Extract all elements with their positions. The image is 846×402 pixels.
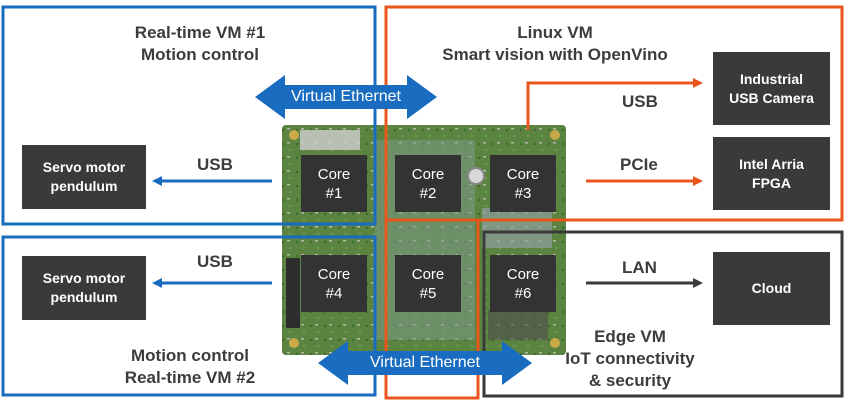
- rt-vm1-name: Real-time VM #1: [134, 23, 266, 42]
- virtual-ethernet-top-arrow: [255, 75, 437, 119]
- core-number: #6: [514, 284, 532, 302]
- servo-motor-1-line1: Servo motor: [42, 159, 126, 175]
- rt-vm1-frame: [1, 5, 377, 226]
- core-6: Core #6: [490, 255, 556, 312]
- core-label: Core: [506, 265, 540, 283]
- linux-vm-role: Smart vision with OpenVino: [442, 45, 668, 64]
- servo-motor-1-line2: pendulum: [50, 178, 118, 194]
- core-number: #2: [419, 184, 437, 202]
- servo-motor-2-box: Servo motor pendulum: [22, 256, 146, 320]
- usb-camera-label: USB: [622, 92, 658, 111]
- core-label: Core: [506, 165, 540, 183]
- servo-motor-2-line1: Servo motor: [42, 270, 126, 286]
- usb-camera-box: Industrial USB Camera: [713, 52, 830, 125]
- rt-vm2-role: Motion control: [130, 346, 250, 365]
- core-number: #4: [325, 284, 343, 302]
- linux-vm-title: Linux VM Smart vision with OpenVino: [410, 22, 700, 66]
- core-2: Core #2: [395, 155, 461, 212]
- linux-vm-name: Linux VM: [517, 23, 593, 42]
- linux-vm-frame-lower: [384, 220, 480, 400]
- edge-vm-role: IoT connectivity: [565, 349, 695, 368]
- fpga-line2: FPGA: [752, 174, 791, 191]
- core-number: #3: [514, 184, 532, 202]
- usb-camera-line2: USB Camera: [729, 89, 814, 106]
- core-number: #1: [325, 184, 343, 202]
- core-4: Core #4: [301, 255, 367, 312]
- usb-servo1-label: USB: [197, 155, 233, 174]
- fpga-line1: Intel Arria: [739, 155, 804, 172]
- rt-vm1-role: Motion control: [140, 45, 260, 64]
- core-label: Core: [411, 165, 445, 183]
- fpga-box: Intel Arria FPGA: [713, 137, 830, 210]
- lan-label: LAN: [622, 258, 657, 277]
- rt-vm2-frame: [1, 235, 377, 397]
- core-3: Core #3: [490, 155, 556, 212]
- servo-motor-1-box: Servo motor pendulum: [22, 145, 146, 209]
- usb-camera-arrow: [526, 78, 703, 130]
- linux-vm-frame: [384, 5, 844, 222]
- core-label: Core: [317, 265, 351, 283]
- virtual-ethernet-bottom-label: Virtual Ethernet: [370, 354, 480, 371]
- edge-vm-name: Edge VM: [594, 327, 666, 346]
- core-label: Core: [317, 165, 351, 183]
- usb-camera-line1: Industrial: [739, 70, 803, 87]
- core-number: #5: [419, 284, 437, 302]
- usb-servo2-label: USB: [197, 252, 233, 271]
- rt-vm2-name: Real-time VM #2: [124, 368, 256, 387]
- core-1: Core #1: [301, 155, 367, 212]
- cloud-label: Cloud: [751, 280, 792, 296]
- core-5: Core #5: [395, 255, 461, 312]
- core-label: Core: [411, 265, 445, 283]
- rt-vm1-title: Real-time VM #1 Motion control: [100, 22, 300, 66]
- pcie-label: PCIe: [620, 155, 658, 174]
- edge-vm-role-2: & security: [588, 371, 672, 390]
- edge-vm-title: Edge VM IoT connectivity & security: [545, 326, 715, 392]
- edge-vm-frame: [482, 230, 844, 398]
- virtual-ethernet-bottom-arrow: [318, 341, 532, 385]
- virtual-ethernet-top-label: Virtual Ethernet: [291, 88, 401, 105]
- cloud-box: Cloud: [713, 252, 830, 325]
- rt-vm2-title: Motion control Real-time VM #2: [90, 345, 290, 389]
- servo-motor-2-line2: pendulum: [50, 289, 118, 305]
